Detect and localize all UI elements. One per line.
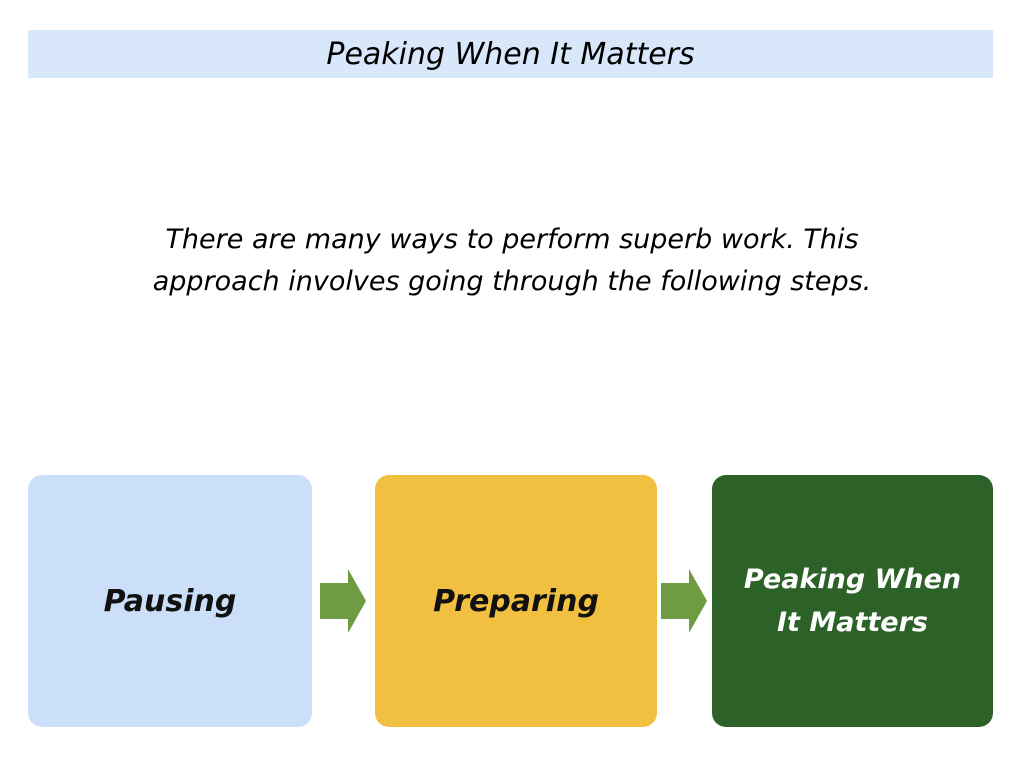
arrow-right-shape <box>661 569 707 633</box>
arrow-right-icon <box>320 569 366 633</box>
step-label-preparing: Preparing <box>433 583 599 619</box>
intro-paragraph: There are many ways to perform superb wo… <box>0 219 1024 303</box>
arrow-right-icon <box>661 569 707 633</box>
intro-line-1: There are many ways to perform superb wo… <box>165 224 859 255</box>
page-title: Peaking When It Matters <box>326 36 695 72</box>
intro-line-2: approach involves going through the foll… <box>152 266 872 297</box>
step-box-preparing: Preparing <box>375 475 657 727</box>
step-box-pausing: Pausing <box>28 475 312 727</box>
title-bar: Peaking When It Matters <box>28 30 993 78</box>
step-label-peaking-when-it-matters: Peaking When It Matters <box>743 564 962 638</box>
step-box-peaking-when-it-matters: Peaking When It Matters <box>712 475 993 727</box>
arrow-right-shape <box>320 569 366 633</box>
step-label-pausing: Pausing <box>103 583 237 619</box>
